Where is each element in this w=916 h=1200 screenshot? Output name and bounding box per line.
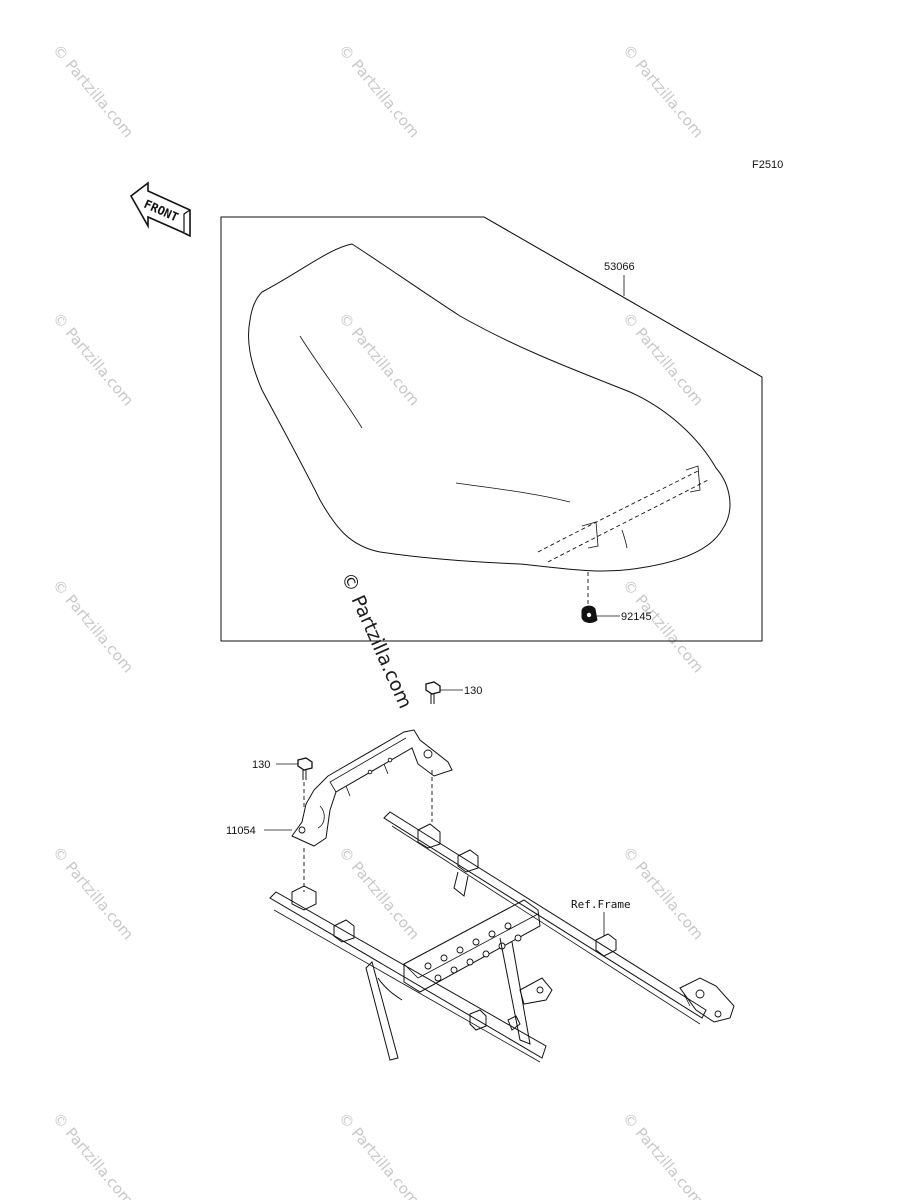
bolt-left-icon [297,757,313,780]
bolt-top-icon [425,681,441,704]
callout-bolt-top: 130 [464,685,482,697]
callout-bracket: 11054 [226,825,256,837]
watermark: © Partzilla.com [49,576,137,676]
watermark: © Partzilla.com [619,309,707,409]
watermark: © Partzilla.com [619,843,707,943]
watermark: © Partzilla.com [619,41,707,141]
seat [248,243,731,572]
watermark: © Partzilla.com [49,309,137,409]
watermark: © Partzilla.com [49,41,137,141]
rear-frame [269,811,735,1063]
watermark: © Partzilla.com [619,1109,707,1200]
watermark: © Partzilla.com [335,843,423,943]
clip-icon [581,605,598,623]
watermark: © Partzilla.com [335,309,423,409]
watermark: © Partzilla.com [49,843,137,943]
watermark: © Partzilla.com [619,576,707,676]
callout-bolt-left: 130 [252,759,270,771]
watermark: © Partzilla.com [335,41,423,141]
callout-seat: 53066 [604,261,635,273]
front-arrow-icon: FRONT [129,181,191,238]
figure-code: F2510 [752,159,783,171]
watermark: © Partzilla.com [49,1109,137,1200]
seat-bracket [291,729,453,847]
callout-frame-ref: Ref.Frame [571,898,631,911]
seat-panel-frame [220,216,763,642]
watermark: © Partzilla.com [335,1109,423,1200]
panel-diagonal-edge [483,216,763,378]
callout-clip: 92145 [621,611,652,623]
